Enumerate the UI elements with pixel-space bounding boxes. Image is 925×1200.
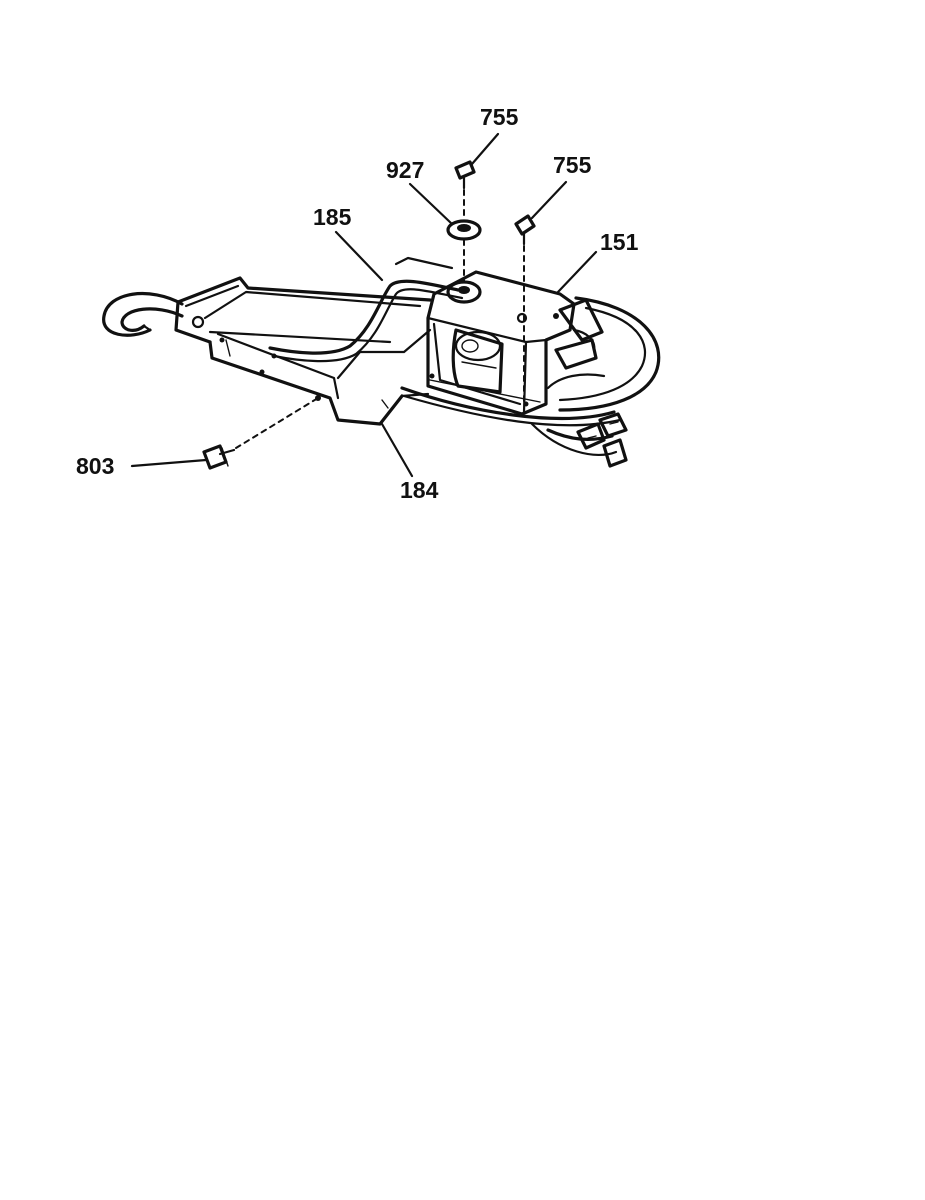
fastener-top (454, 160, 476, 190)
base-plate (400, 296, 661, 427)
callout-755-top: 755 (480, 104, 519, 130)
motor-part (426, 270, 604, 416)
screw-part (202, 444, 236, 470)
callout-185: 185 (313, 204, 352, 230)
callout-927: 927 (386, 157, 424, 183)
assembly-lines (235, 189, 525, 449)
leader-lines (130, 132, 598, 478)
callout-184: 184 (400, 477, 439, 503)
fastener-right (514, 214, 536, 246)
wire-harness-part (268, 256, 628, 468)
hook (102, 291, 184, 337)
callout-755-right: 755 (553, 152, 592, 178)
callout-151: 151 (600, 229, 639, 255)
callout-803: 803 (76, 453, 114, 479)
